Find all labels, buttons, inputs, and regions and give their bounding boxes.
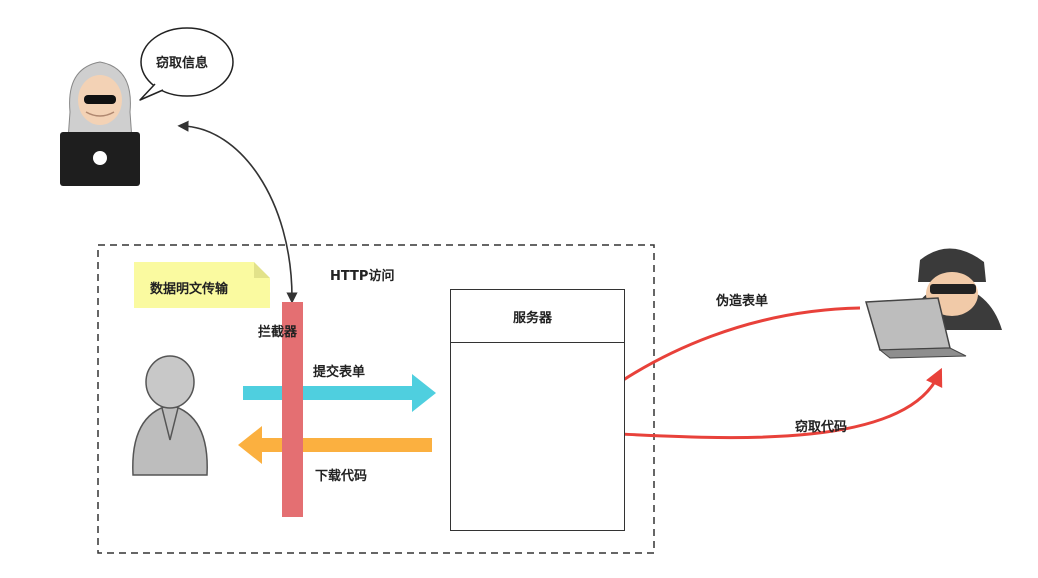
server-header: 服务器	[451, 290, 624, 343]
boundary-label: HTTP访问	[330, 269, 395, 284]
interceptor-label: 拦截器	[258, 325, 298, 340]
plaintext-note	[134, 262, 270, 308]
note-text: 数据明文传输	[150, 282, 229, 297]
forge-form-arrow	[592, 306, 861, 402]
server-title: 服务器	[513, 311, 553, 326]
submit-label: 提交表单	[313, 365, 366, 380]
steal-code-label: 窃取代码	[795, 420, 848, 435]
download-arrow	[238, 426, 432, 464]
user-icon	[132, 355, 208, 476]
server-box: 服务器	[450, 289, 625, 531]
steal-code-arrow	[595, 367, 943, 440]
submit-arrow	[243, 374, 436, 412]
steal-info-arrow	[177, 120, 298, 304]
interceptor-bar	[282, 302, 303, 517]
forge-label: 伪造表单	[716, 294, 769, 309]
speech-text: 窃取信息	[156, 56, 209, 71]
download-label: 下载代码	[315, 469, 368, 484]
http-boundary	[97, 244, 655, 554]
thief-laptop-icon	[865, 248, 1002, 359]
note-fold	[254, 262, 270, 278]
speech-bubble	[139, 27, 234, 101]
hooded-hacker-laptop-icon	[60, 61, 140, 186]
